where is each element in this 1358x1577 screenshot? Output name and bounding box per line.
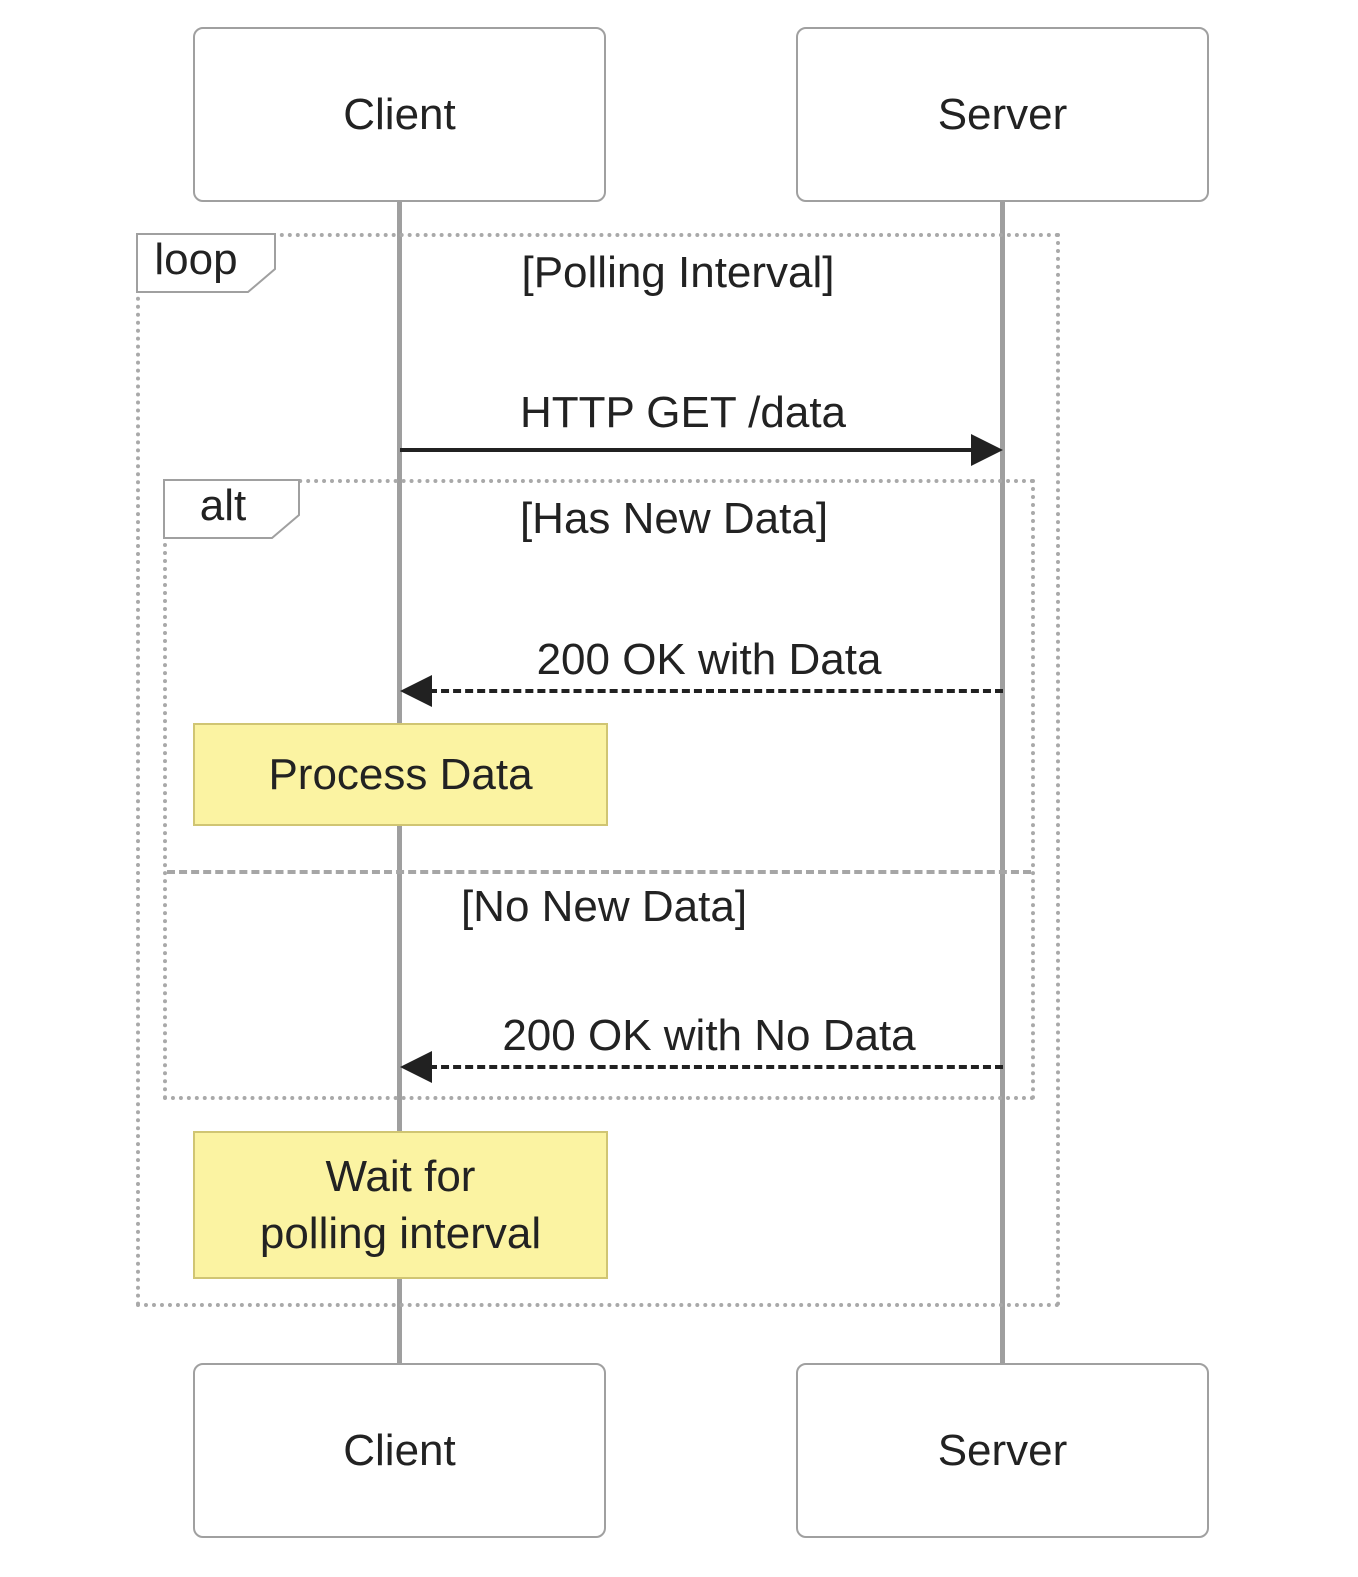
actor-server-bottom: Server: [796, 1363, 1209, 1538]
actor-client-top: Client: [193, 27, 606, 202]
note-wait-polling: Wait for polling interval: [193, 1131, 608, 1279]
actor-client-top-label: Client: [343, 89, 456, 139]
message-200-ok-data-line: [429, 689, 1003, 693]
actor-server-bottom-label: Server: [937, 1425, 1068, 1475]
actor-client-bottom-label: Client: [343, 1425, 456, 1475]
actor-server-top: Server: [796, 27, 1209, 202]
message-200-ok-data-label: 200 OK with Data: [536, 635, 882, 684]
note-wait-line2: polling interval: [259, 1209, 542, 1258]
message-200-ok-no-data-label: 200 OK with No Data: [502, 1011, 916, 1060]
alt-guard-no-data: [No New Data]: [460, 882, 748, 931]
actor-server-top-label: Server: [937, 89, 1068, 139]
alt-frame: alt [Has New Data] [No New Data]: [163, 479, 1035, 1100]
alt-operator-label: alt: [199, 481, 247, 530]
note-process-data-text: Process Data: [268, 749, 533, 799]
arrowhead-right-icon: [971, 434, 1003, 466]
loop-operator-pentagon: [136, 233, 276, 293]
alt-operator-pentagon: [163, 479, 300, 539]
message-http-get-label: HTTP GET /data: [519, 388, 847, 437]
lifeline-server: [1000, 202, 1005, 1363]
loop-operator-label: loop: [154, 235, 238, 284]
message-http-get-line: [400, 448, 973, 452]
loop-guard-label: [Polling Interval]: [521, 248, 835, 297]
alt-branch-divider: [167, 870, 1031, 874]
loop-frame: loop [Polling Interval]: [136, 233, 1060, 1307]
arrowhead-left-icon: [400, 1051, 432, 1083]
actor-client-bottom: Client: [193, 1363, 606, 1538]
arrowhead-left-icon: [400, 675, 432, 707]
alt-guard-has-data: [Has New Data]: [519, 494, 829, 543]
message-200-ok-no-data-line: [429, 1065, 1003, 1069]
note-process-data: Process Data: [193, 723, 608, 826]
note-wait-line1: Wait for: [325, 1151, 476, 1201]
